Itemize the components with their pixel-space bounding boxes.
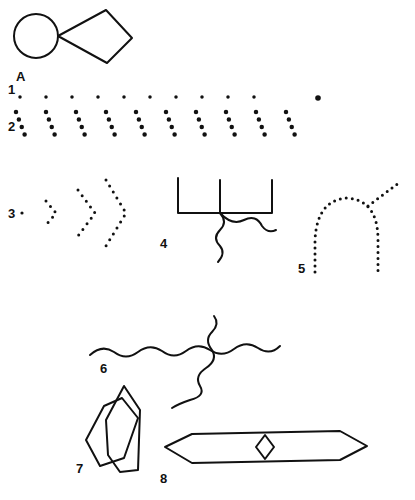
diagonal-dot-rows — [16, 112, 296, 138]
callout-number: 8 — [160, 472, 167, 485]
figure-letter: A — [16, 70, 25, 83]
dot-row — [20, 95, 280, 99]
circle-motif — [14, 14, 58, 58]
dotted-chevrons — [20, 180, 126, 246]
callout-number: 1 — [8, 83, 15, 96]
callout-number: 3 — [8, 207, 15, 220]
wavy-cross — [90, 316, 280, 408]
callout-number: 5 — [298, 262, 305, 275]
callout-number: 4 — [160, 237, 167, 250]
overlapping-polygons — [86, 386, 140, 472]
callout-number: 7 — [76, 462, 83, 475]
dot — [315, 95, 321, 101]
diamond-motif — [58, 10, 132, 63]
callout-number: 6 — [100, 362, 107, 375]
elongated-hexagon — [165, 431, 367, 463]
callout-number: 2 — [8, 120, 15, 133]
dotted-arch — [315, 182, 400, 272]
bracket-figure — [178, 178, 276, 262]
